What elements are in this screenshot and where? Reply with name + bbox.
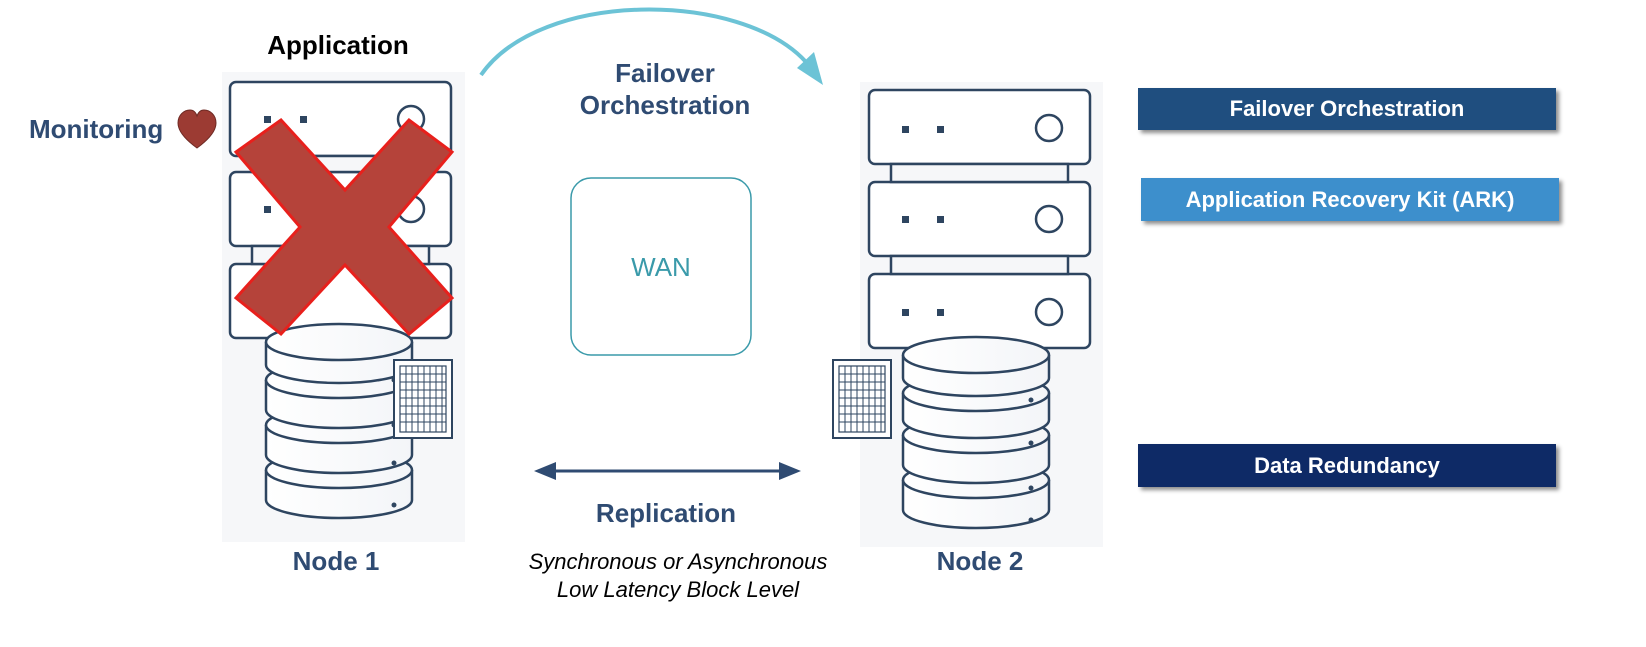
failover-label: Failover Orchestration [560, 57, 770, 121]
legend-failover-orchestration: Failover Orchestration [1138, 88, 1556, 130]
replication-label: Replication [595, 498, 737, 528]
node1-database-icon [264, 322, 414, 520]
failover-arrow-icon [479, 7, 823, 85]
node1-label: Node 1 [292, 546, 380, 576]
legend-data-redundancy: Data Redundancy [1138, 444, 1556, 487]
replication-sub-line2: Low Latency Block Level [556, 577, 800, 602]
replication-subtitle: Synchronous or Asynchronous Low Latency … [498, 548, 858, 604]
node2-server-rack-icon [867, 88, 1092, 350]
replication-sub-line1: Synchronous or Asynchronous [528, 549, 828, 574]
wan-box [570, 177, 752, 356]
legend-application-recovery-kit: Application Recovery Kit (ARK) [1141, 178, 1559, 221]
failover-label-line1: Failover [615, 58, 715, 88]
wan-label: WAN [631, 252, 691, 282]
replication-arrow-icon [534, 462, 801, 480]
monitoring-label: Monitoring [29, 114, 164, 144]
failover-label-line2: Orchestration [579, 90, 751, 120]
heart-icon [177, 109, 217, 149]
failed-cross-icon [233, 117, 455, 337]
node1-storage-grid-icon [393, 359, 453, 439]
node2-storage-grid-icon [832, 359, 892, 439]
node2-label: Node 2 [936, 546, 1024, 576]
application-label: Application [267, 30, 409, 60]
node2-database-icon [901, 335, 1051, 530]
